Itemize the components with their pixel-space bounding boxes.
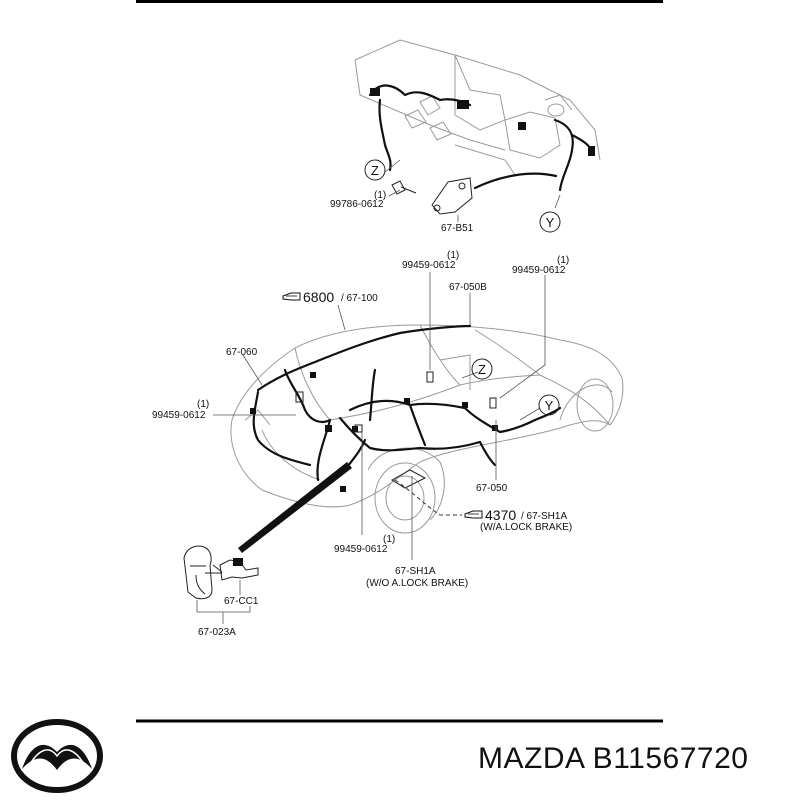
bolt-top-label: 99786-0612 <box>330 199 384 210</box>
circle-z-main: Z <box>471 358 493 380</box>
bolt-top-qty: (1) <box>374 190 386 201</box>
circle-y-label: Y <box>546 215 555 230</box>
car-body <box>230 324 624 534</box>
part-023a-label: 67-023A <box>198 627 236 638</box>
pointing-hand-icon <box>282 292 301 301</box>
sh1a-note: (W/O A.LOCK BRAKE) <box>366 578 468 589</box>
ref-4370-note: (W/A.LOCK BRAKE) <box>480 522 572 533</box>
bracket-top-label: 67-B51 <box>441 223 474 234</box>
bolt-mid2-qty: (1) <box>557 255 569 266</box>
mazda-logo <box>11 719 103 793</box>
harness-050b-label: 67-050B <box>449 282 487 293</box>
bolt-left-label: 99459-0612 <box>152 410 206 421</box>
ref-6800-number: 6800 <box>303 289 334 305</box>
harness-050-label: 67-050 <box>476 483 508 494</box>
bolt-left-qty: (1) <box>197 399 209 410</box>
harness-060-label: 67-060 <box>226 347 258 358</box>
bolt-mid1-label: 99459-0612 <box>402 260 456 271</box>
ref-4370-part: / 67-SH1A <box>521 511 567 522</box>
pointing-hand-icon-2 <box>464 510 483 519</box>
circle-z-top: Z <box>364 159 386 181</box>
dashboard-detail <box>354 39 601 222</box>
brand-title: MAZDA B11567720 <box>478 742 749 775</box>
circle-y-top: Y <box>539 211 561 233</box>
bolt-mid2-label: 99459-0612 <box>512 265 566 276</box>
ref-6800-part: / 67-100 <box>341 293 378 304</box>
ref-4370-number: 4370 <box>485 507 516 523</box>
bolt-low-label: 99459-0612 <box>334 544 388 555</box>
circle-y-main-label: Y <box>545 398 554 413</box>
circle-z-main-label: Z <box>478 362 486 377</box>
sh1a-label: 67-SH1A <box>395 566 436 577</box>
bolt-low-qty: (1) <box>383 534 395 545</box>
circle-y-main: Y <box>538 394 560 416</box>
leader-lines <box>213 272 546 560</box>
bolt-mid1-qty: (1) <box>447 250 459 261</box>
bracket-detail <box>183 545 259 624</box>
cc1-label: 67-CC1 <box>224 596 259 607</box>
circle-z-label: Z <box>371 163 379 178</box>
